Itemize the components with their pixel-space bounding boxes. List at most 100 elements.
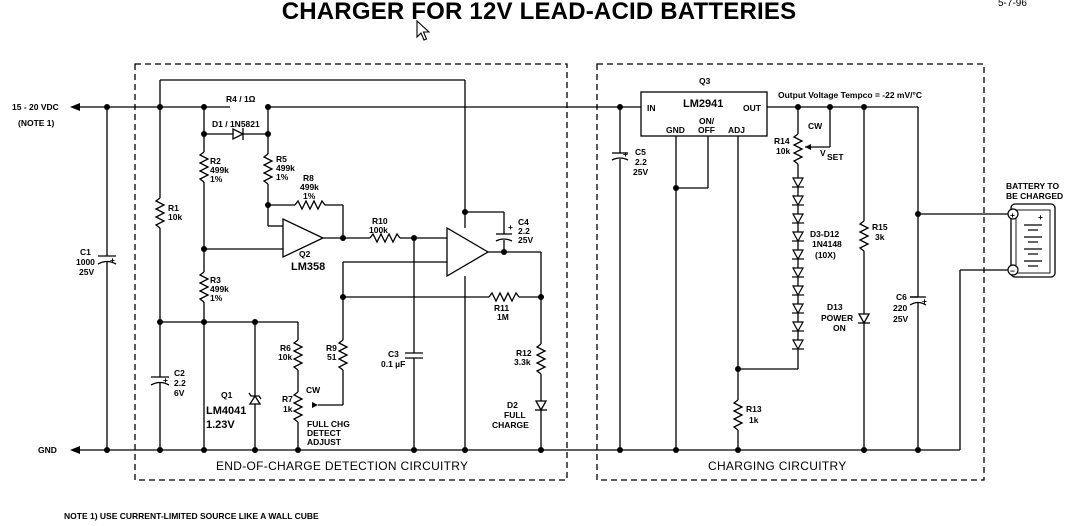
vset-sub: SET: [827, 152, 844, 162]
gnd-label: GND: [38, 445, 57, 455]
d13-label-1: POWER: [821, 313, 853, 323]
wires: [76, 63, 1056, 481]
d13-name: D13: [827, 302, 843, 312]
pin-on: ON/: [699, 116, 715, 126]
q3-name: Q3: [699, 76, 711, 86]
section-charging: CHARGING CIRCUITRY: [708, 459, 847, 473]
q1-name: Q1: [221, 390, 233, 400]
r7-label-2: DETECT: [307, 428, 342, 438]
d2-name: D2: [507, 400, 518, 410]
r9-value: 51: [327, 352, 337, 362]
r2-value: 499k: [210, 165, 229, 175]
r10-value: 100k: [369, 225, 388, 235]
battery-label-1: BATTERY TO: [1006, 181, 1059, 191]
r3-value: 499k: [210, 284, 229, 294]
r8-name: R8: [303, 173, 314, 183]
c4-value: 2.2: [518, 226, 530, 236]
r1-value: 10k: [168, 212, 182, 222]
pin-off: OFF: [698, 125, 715, 135]
r12-name: R12: [516, 348, 532, 358]
r12-value: 3.3k: [514, 357, 531, 367]
c2-name: C2: [174, 368, 185, 378]
diode-string: [791, 177, 805, 351]
r3-name: R3: [210, 275, 221, 285]
input-note: (NOTE 1): [18, 118, 55, 128]
r5-tol: 1%: [276, 172, 289, 182]
battery-minus: −: [1010, 266, 1015, 276]
r15-name: R15: [872, 222, 888, 232]
c1-value: 1000: [76, 257, 95, 267]
q2-part: LM358: [291, 261, 325, 273]
r14-value: 10k: [776, 146, 790, 156]
q1-volt: 1.23V: [206, 419, 235, 431]
footnote: NOTE 1) USE CURRENT-LIMITED SOURCE LIKE …: [64, 511, 319, 521]
r10-name: R10: [372, 216, 388, 226]
section-detection: END-OF-CHARGE DETECTION CIRCUITRY: [216, 459, 468, 473]
labels: 15 - 20 VDC (NOTE 1) GND END-OF-CHARGE D…: [12, 76, 1063, 473]
r14-cw: CW: [808, 121, 823, 131]
r7-label-3: ADJUST: [307, 437, 342, 447]
d3-part: 1N4148: [812, 239, 842, 249]
c2-volt: 6V: [174, 388, 185, 398]
c1-plus: +: [110, 255, 115, 265]
c5-volt: 25V: [633, 167, 648, 177]
r8-tol: 1%: [303, 191, 316, 201]
r6-value: 10k: [278, 352, 292, 362]
tempco-note: Output Voltage Tempco = -22 mV/°C: [778, 90, 922, 100]
battery-plus: +: [1010, 210, 1015, 220]
r3-tol: 1%: [210, 293, 223, 303]
r5-value: 499k: [276, 163, 295, 173]
r5-name: R5: [276, 154, 287, 164]
pin-in: IN: [647, 103, 656, 113]
c5-value: 2.2: [635, 157, 647, 167]
c4-volt: 25V: [518, 235, 533, 245]
r1-name: R1: [168, 203, 179, 213]
charging-box: [596, 63, 985, 481]
c5-name: C5: [635, 147, 646, 157]
r7-label-1: FULL CHG: [307, 419, 350, 429]
c6-name: C6: [896, 292, 907, 302]
r6-name: R6: [280, 343, 291, 353]
q1-part: LM4041: [206, 405, 246, 417]
battery-terminals: [1007, 208, 1019, 276]
c1-name: C1: [80, 247, 91, 257]
c5-plus: +: [623, 149, 628, 159]
pin-gnd: GND: [666, 125, 685, 135]
d3-count: (10X): [815, 250, 836, 260]
c6-plus: +: [922, 296, 927, 306]
c4-plus: +: [508, 222, 513, 232]
mouse-pointer-icon: [416, 20, 430, 41]
r15-value: 3k: [875, 232, 885, 242]
page-title: CHARGER FOR 12V LEAD-ACID BATTERIES: [281, 0, 797, 25]
battery-cell-plus: +: [1038, 212, 1043, 222]
c2-plus: +: [163, 375, 168, 385]
d2-label-2: CHARGE: [492, 420, 529, 430]
c3-name: C3: [388, 349, 399, 359]
battery-label-2: BE CHARGED: [1006, 191, 1063, 201]
c3-value: 0.1 µF: [381, 359, 405, 369]
c6-value: 220: [893, 303, 907, 313]
pin-out: OUT: [743, 103, 762, 113]
d13-label-2: ON: [833, 323, 846, 333]
c6-volt: 25V: [893, 314, 908, 324]
r4-label: R4 / 1Ω: [226, 94, 256, 104]
r11-name: R11: [494, 303, 509, 313]
r2-tol: 1%: [210, 174, 223, 184]
input-label: 15 - 20 VDC: [12, 102, 59, 112]
r13-value: 1k: [749, 415, 759, 425]
battery-cells: [1024, 224, 1042, 267]
r7-cw: CW: [306, 385, 321, 395]
r11-value: 1M: [497, 312, 509, 322]
r14-name: R14: [774, 136, 790, 146]
r7-value: 1k: [283, 404, 293, 414]
r2-name: R2: [210, 156, 221, 166]
c4-name: C4: [518, 217, 529, 227]
c1-volt: 25V: [79, 267, 94, 277]
r8-value: 499k: [300, 182, 319, 192]
dots: [70, 103, 921, 454]
c2-value: 2.2: [174, 378, 186, 388]
vset-label: V: [820, 148, 826, 158]
pin-adj: ADJ: [728, 125, 745, 135]
lm2941-part: LM2941: [683, 98, 723, 110]
